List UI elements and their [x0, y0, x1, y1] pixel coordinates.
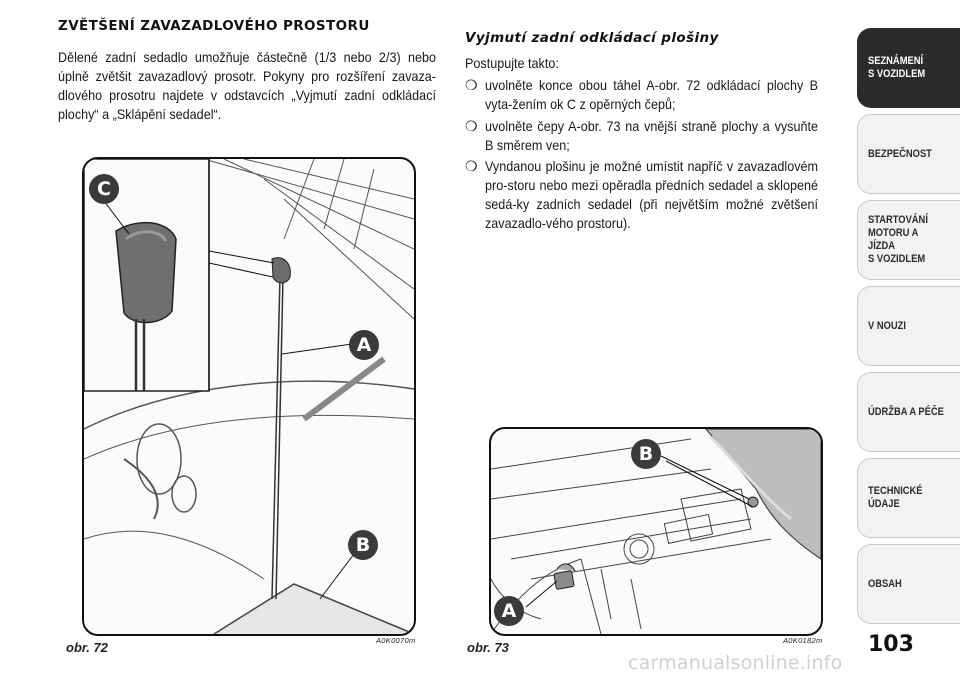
callout-b: B: [348, 530, 378, 560]
watermark: carmanualsonline.info: [628, 652, 843, 674]
list-item: ❍ uvolněte konce obou táhel A-obr. 72 od…: [465, 76, 855, 114]
tab-v-nouzi[interactable]: V NOUZI: [857, 286, 960, 366]
figure-72-illustration: [84, 159, 414, 634]
bullet-text: uvolněte čepy A-obr. 73 na vnější straně…: [485, 118, 818, 153]
section-heading-luggage: ZVĚTŠENÍ ZAVAZADLOVÉHO PROSTORU: [58, 18, 370, 34]
tab-udrzba[interactable]: ÚDRŽBA A PÉČE: [857, 372, 960, 452]
page-number: 103: [868, 632, 914, 657]
tab-bezpecnost[interactable]: BEZPEČNOST: [857, 114, 960, 194]
tab-label: TECHNICKÉ ÚDAJE: [868, 485, 923, 510]
section-heading-remove-shelf: Vyjmutí zadní odkládací plošiny: [465, 30, 719, 46]
tab-startovani[interactable]: STARTOVÁNÍ MOTORU A JÍZDA S VOZIDLEM: [857, 200, 960, 280]
list-item: ❍ uvolněte čepy A-obr. 73 na vnější stra…: [465, 117, 855, 155]
bullet-icon: ❍: [465, 118, 478, 134]
tab-technicke-udaje[interactable]: TECHNICKÉ ÚDAJE: [857, 458, 960, 538]
tab-label: ÚDRŽBA A PÉČE: [868, 405, 944, 418]
tab-obsah[interactable]: OBSAH: [857, 544, 960, 624]
figure-72-caption: obr. 72: [66, 640, 108, 655]
tab-label: V NOUZI: [868, 319, 906, 332]
figure-73-caption: obr. 73: [467, 640, 509, 655]
callout-b: B: [631, 439, 661, 469]
bullet-icon: ❍: [465, 77, 478, 93]
figure-73-image: B A: [489, 427, 823, 636]
intro-text: Postupujte takto:: [465, 55, 559, 71]
figure-73-code: A0K0182m: [783, 636, 823, 645]
tab-label: STARTOVÁNÍ MOTORU A JÍZDA S VOZIDLEM: [868, 214, 928, 265]
tab-seznameni[interactable]: SEZNÁMENÍ S VOZIDLEM: [857, 28, 960, 108]
tab-label: SEZNÁMENÍ S VOZIDLEM: [868, 55, 926, 80]
bullet-text: Vyndanou plošinu je možné umístit napříč…: [485, 158, 818, 231]
luggage-paragraph: Dělené zadní sedadlo umožňuje částečně (…: [58, 49, 436, 122]
tab-label: BEZPEČNOST: [868, 147, 932, 160]
callout-c: C: [89, 174, 119, 204]
bullet-icon: ❍: [465, 158, 478, 174]
figure-72-code: A0K0070m: [376, 636, 416, 645]
tab-label: OBSAH: [868, 577, 902, 590]
callout-a: A: [349, 330, 379, 360]
list-item: ❍ Vyndanou plošinu je možné umístit např…: [465, 157, 855, 233]
bullet-text: uvolněte konce obou táhel A-obr. 72 odkl…: [485, 77, 818, 112]
figure-72-image: C A B: [82, 157, 416, 636]
callout-a: A: [494, 596, 524, 626]
figure-73-illustration: [491, 429, 821, 634]
